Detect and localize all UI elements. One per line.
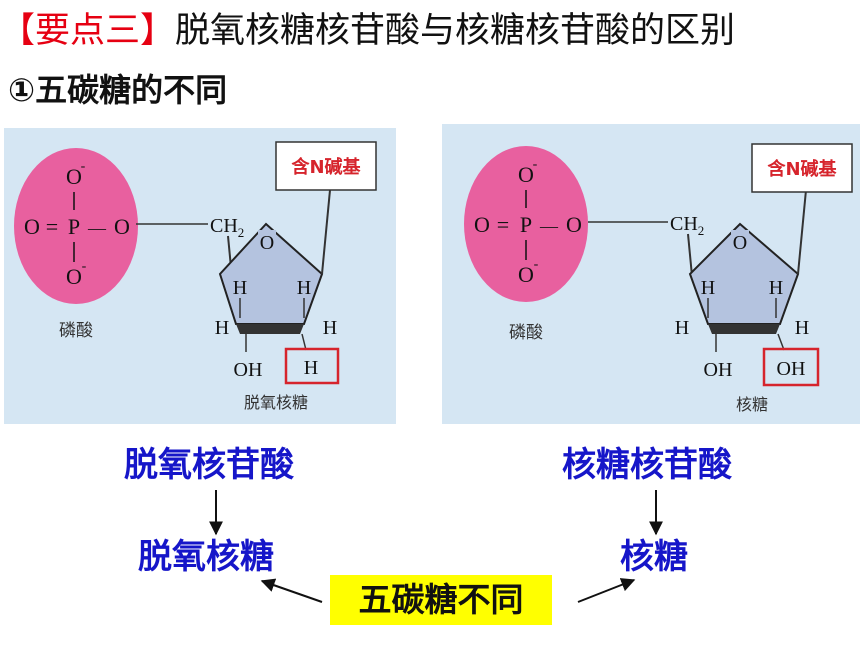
title-bracket-close: 】 [140, 11, 176, 51]
h-side-left: H [675, 317, 689, 339]
deoxyribose-label: 脱氧核糖 [138, 537, 274, 577]
phosphate-o-top: O [66, 164, 82, 189]
phosphate-name: 磷酸 [59, 321, 93, 341]
deoxynucleotide-label: 脱氧核苷酸 [124, 445, 294, 485]
difference-highlight-box [762, 347, 820, 387]
ch2-group: CH2 [210, 215, 244, 240]
ribonucleotide-label: 核糖核苷酸 [562, 445, 732, 485]
phosphate-o-right: O [114, 214, 130, 239]
title-highlight: 要点三 [35, 11, 141, 51]
title-rest: 脱氧核糖核苷酸与核糖核苷酸的区别 [175, 11, 736, 51]
phosphate-charge-top: - [533, 157, 538, 172]
h-side-right: H [795, 317, 809, 339]
phosphate-charge-top: - [81, 159, 86, 174]
ribose-label: 核糖 [620, 537, 688, 577]
ring-oxygen: O [733, 232, 747, 254]
h-top-left: H [701, 277, 715, 299]
phosphate-o-right: O [566, 212, 582, 237]
arrow-to-ribose [577, 578, 636, 603]
arrow-to-deoxyribose [260, 578, 323, 603]
slide-subtitle: ①五碳糖的不同 [8, 71, 228, 109]
ring-oxygen: O [260, 232, 274, 254]
h-top-right: H [769, 277, 783, 299]
pentose-difference-box: 五碳糖不同 [330, 575, 552, 625]
base-label: 含N碱基 [767, 158, 837, 180]
sugar-name: 脱氧核糖 [244, 393, 308, 412]
oh-bottom: OH [234, 359, 263, 381]
phosphate-o-bottom: O [66, 264, 82, 289]
ch2-group: CH2 [670, 213, 704, 238]
phosphate-charge-bottom: - [534, 257, 539, 272]
phosphate-charge-bottom: - [82, 259, 87, 274]
base-box [751, 143, 853, 193]
phosphate-p: P [520, 212, 532, 237]
boxed-group: OH [777, 358, 806, 380]
difference-highlight-box [284, 347, 340, 385]
phosphate-o-left: O [474, 212, 490, 237]
h-side-right: H [323, 317, 337, 339]
title-bracket-open: 【 [0, 11, 36, 51]
phosphate-o-left: O [24, 214, 40, 239]
phosphate-p: P [68, 214, 80, 239]
phosphate-double-bond: = [497, 212, 509, 237]
ring-bold-edge [708, 324, 780, 334]
phosphate-double-bond: = [46, 214, 58, 239]
phosphate-single-bond: — [539, 216, 559, 236]
phosphate-o-bottom: O [518, 262, 534, 287]
phosphate-circle [464, 146, 588, 302]
slide-title: 【要点三】脱氧核糖核苷酸与核糖核苷酸的区别 [0, 4, 860, 58]
h-top-right: H [297, 277, 311, 299]
phosphate-name: 磷酸 [509, 323, 543, 343]
ring-bold-edge [236, 324, 304, 334]
h-top-left: H [233, 277, 247, 299]
oh-bottom: OH [704, 359, 733, 381]
ribonucleotide-panel: O - O = P — O O - 磷酸 CH2 O H H H H OH OH… [442, 124, 860, 424]
sugar-name: 核糖 [736, 395, 768, 414]
phosphate-circle [14, 148, 138, 304]
h-side-left: H [215, 317, 229, 339]
base-label: 含N碱基 [291, 156, 361, 178]
deoxynucleotide-panel: O - O = P — O O - 磷酸 CH2 O H H H H OH H … [4, 128, 396, 424]
base-box [275, 141, 377, 191]
phosphate-single-bond: — [87, 218, 107, 238]
boxed-group: H [304, 357, 318, 379]
phosphate-o-top: O [518, 162, 534, 187]
